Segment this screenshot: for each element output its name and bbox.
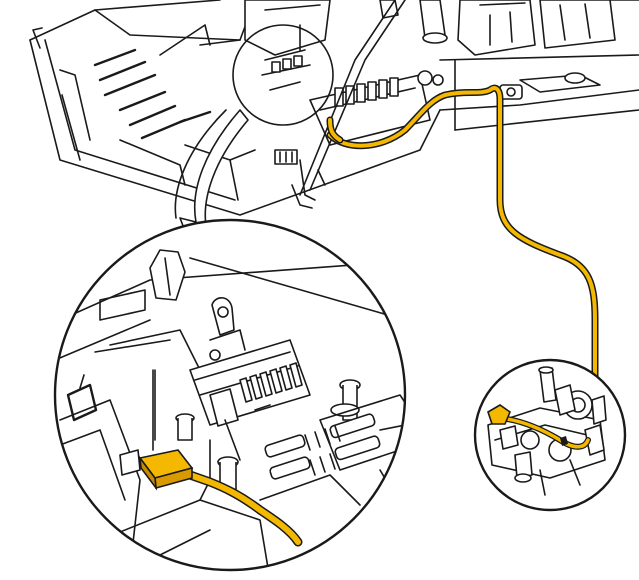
vent-slots — [93, 48, 212, 140]
detail-source-circle — [232, 24, 334, 126]
pump-connector — [487, 404, 568, 446]
highlighted-connector — [138, 449, 194, 491]
cable-connectors — [264, 413, 381, 480]
mounting-posts — [175, 379, 361, 491]
pump-detail-view — [473, 358, 627, 512]
detail-magnified-view — [53, 218, 407, 572]
routing-cable — [326, 84, 599, 444]
appliance-chassis — [29, 0, 639, 216]
relay-fins — [239, 362, 303, 403]
